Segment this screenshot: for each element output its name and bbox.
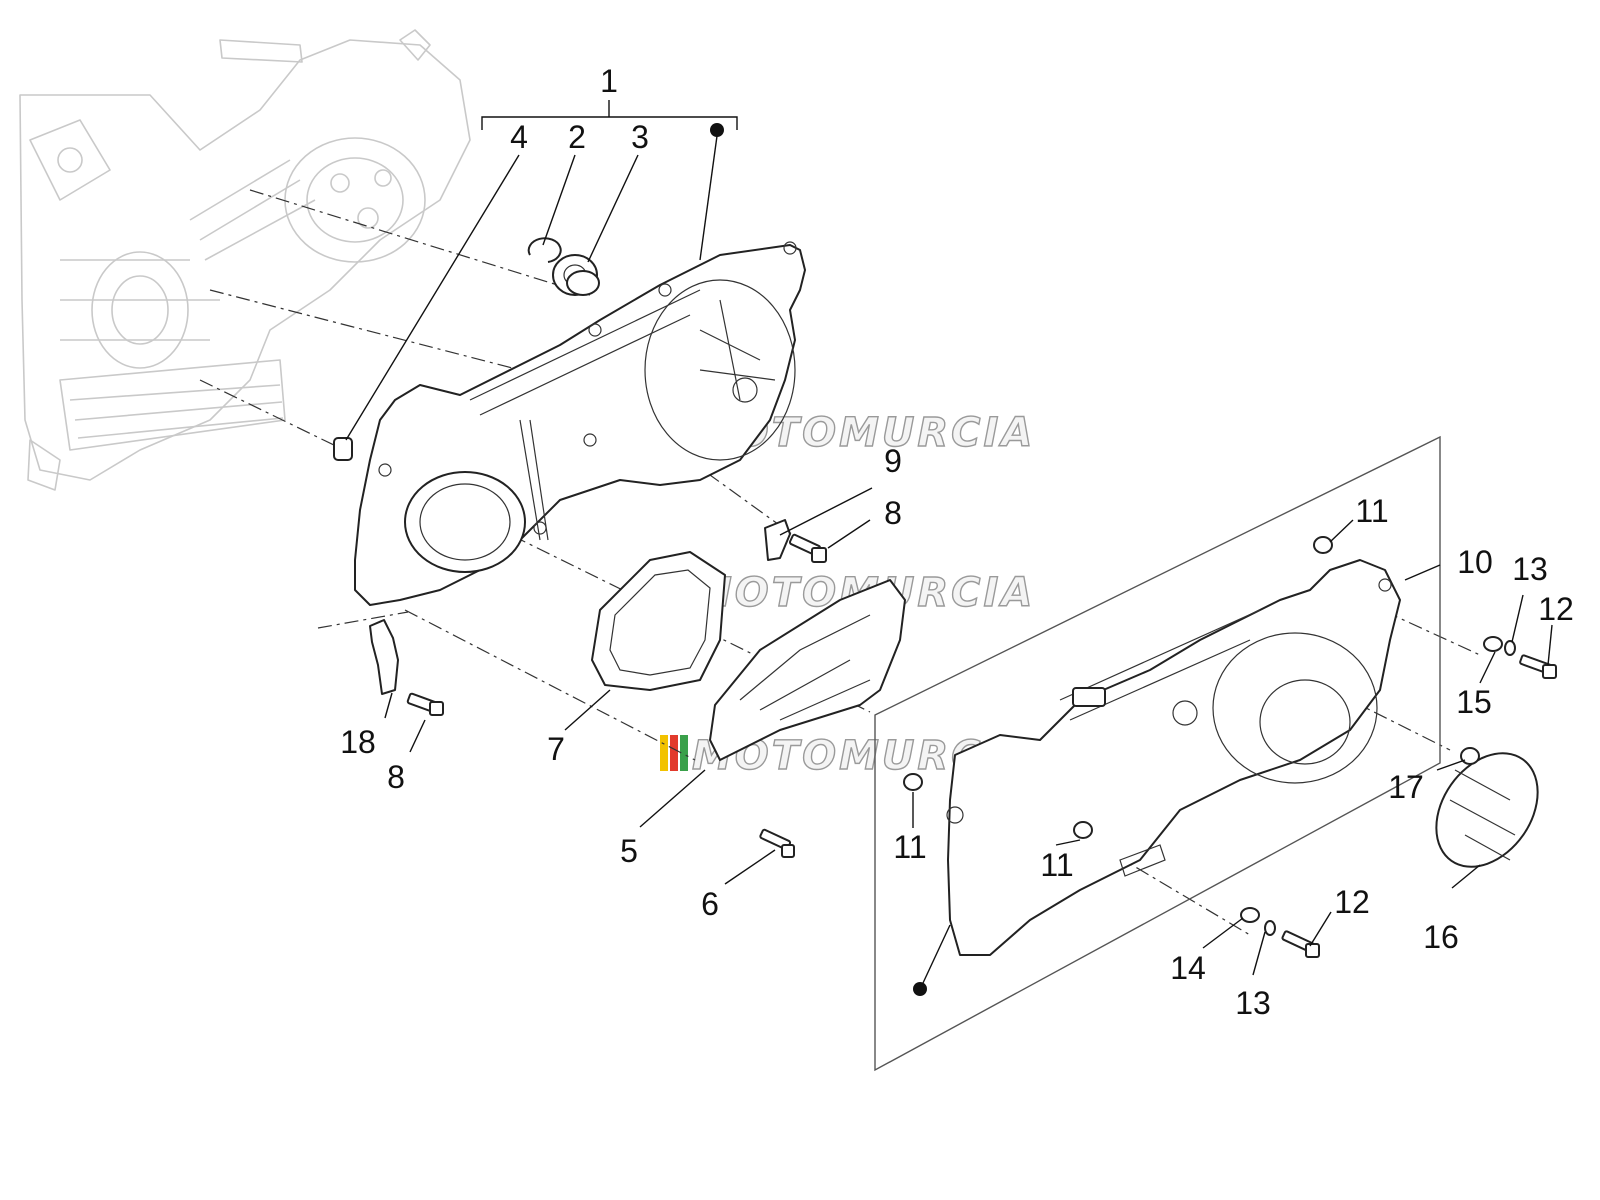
callout-4: 4 xyxy=(510,119,528,155)
reference-dot xyxy=(913,982,927,996)
inspection-cap-part xyxy=(1435,752,1539,868)
circlip-part xyxy=(527,237,562,263)
grommet-part xyxy=(1460,747,1480,765)
dowel-part xyxy=(333,437,353,461)
callout-10: 10 xyxy=(1457,544,1493,580)
spacer-part xyxy=(1483,636,1503,652)
callout-8: 8 xyxy=(387,759,405,795)
callout-6: 6 xyxy=(701,886,719,922)
grommet-part xyxy=(1313,536,1333,554)
callout-13: 13 xyxy=(1235,985,1271,1021)
callout-18: 18 xyxy=(340,724,376,760)
bolt-part xyxy=(406,692,444,716)
callout-8: 8 xyxy=(884,495,902,531)
shield-part xyxy=(709,579,906,761)
leader-lines xyxy=(345,154,1553,976)
callout-14: 14 xyxy=(1170,950,1206,986)
watermark-text: MOTOMURCIA xyxy=(692,570,1035,616)
washer-part xyxy=(1504,640,1516,656)
callout-15: 15 xyxy=(1456,684,1492,720)
callout-16: 16 xyxy=(1423,919,1459,955)
bolt-part xyxy=(759,828,795,858)
bracket-part xyxy=(369,619,399,695)
callout-12: 12 xyxy=(1334,884,1370,920)
callout-12: 12 xyxy=(1538,591,1574,627)
washer-part xyxy=(1264,920,1276,936)
bearing-part xyxy=(552,254,600,296)
group-bracket-1 xyxy=(481,100,738,261)
engine-background xyxy=(19,29,471,491)
callout-9: 9 xyxy=(884,443,902,479)
watermark-2: MOTOMURCIA xyxy=(660,569,1035,617)
callout-11: 11 xyxy=(1040,847,1073,883)
bolt-part xyxy=(788,533,827,563)
callout-17: 17 xyxy=(1388,769,1424,805)
group-frame-10 xyxy=(874,435,1441,1072)
callout-2: 2 xyxy=(568,119,586,155)
grommet-part xyxy=(1073,821,1093,839)
bolt-part xyxy=(1281,930,1320,958)
intake-duct-part xyxy=(591,551,726,691)
grommet-part xyxy=(903,773,923,791)
spacer-part xyxy=(1240,907,1260,923)
transmission-cover xyxy=(354,241,806,606)
watermark-flag-red xyxy=(670,735,678,771)
outer-cover xyxy=(946,559,1401,956)
watermark-flag-green xyxy=(680,735,688,771)
plate-part xyxy=(764,519,791,561)
callout-7: 7 xyxy=(547,731,565,767)
callout-1: 1 xyxy=(600,63,618,99)
watermark-flag-yellow xyxy=(660,735,668,771)
callout-11: 11 xyxy=(893,829,926,865)
bolt-part xyxy=(1519,654,1557,679)
callout-5: 5 xyxy=(620,833,638,869)
callout-11: 11 xyxy=(1355,493,1388,529)
callout-labels: 1 4 2 3 9 8 11 10 13 12 15 18 8 7 11 11 … xyxy=(340,63,1574,1021)
callout-3: 3 xyxy=(631,119,649,155)
callout-13: 13 xyxy=(1512,551,1548,587)
